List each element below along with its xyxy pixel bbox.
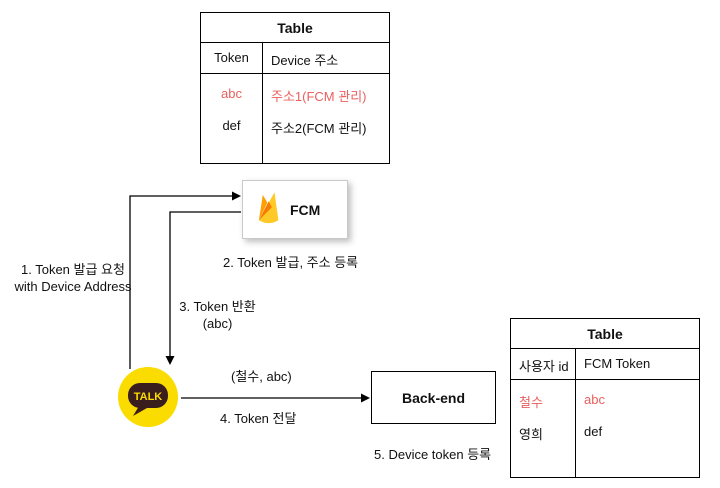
cell-token-abc: abc	[221, 86, 242, 101]
label-step5: 5. Device token 등록	[374, 447, 492, 462]
fcm-label: FCM	[290, 201, 321, 218]
header-user-id: 사용자 id	[511, 349, 576, 379]
address-column: 주소1(FCM 관리) 주소2(FCM 관리)	[263, 74, 389, 163]
cell-user-younghee: 영희	[519, 427, 543, 442]
arrow-token-return-line	[169, 211, 241, 356]
cell-token-def: def	[222, 118, 241, 133]
cell-fcm-token-def: def	[584, 424, 603, 439]
label-step1-line1: 1. Token 발급 요청	[21, 262, 125, 277]
kakaotalk-icon: TALK	[118, 367, 178, 427]
label-step3-line2: (abc)	[202, 316, 233, 331]
token-address-table: Table Token Device 주소 abc def 주소1(FCM 관리…	[200, 12, 390, 164]
arrowhead-into-fcm	[232, 191, 241, 201]
backend-node: Back-end	[371, 371, 496, 424]
header-fcm-token: FCM Token	[584, 356, 651, 371]
fcm-token-column: abc def	[576, 380, 699, 477]
cell-user-cheolsu: 철수	[519, 395, 543, 410]
header-token: Token	[201, 43, 263, 73]
user-token-table-title: Table	[511, 319, 699, 349]
label-step1: 1. Token 발급 요청 with Device Address	[6, 261, 140, 295]
token-address-table-title: Table	[201, 13, 389, 43]
arrowhead-into-backend	[361, 393, 370, 403]
label-arrow4-payload: (철수, abc)	[231, 369, 292, 384]
token-column: abc def	[201, 74, 263, 163]
backend-label: Back-end	[401, 389, 466, 406]
label-step1-line2: with Device Address	[14, 279, 132, 294]
header-device-address: Device 주소	[271, 53, 339, 68]
token-address-table-header: Token Device 주소	[201, 43, 389, 74]
firebase-flame-icon	[255, 191, 281, 229]
cell-fcm-token-abc: abc	[584, 392, 605, 407]
user-column: 철수 영희	[511, 380, 576, 477]
token-address-table-body: abc def 주소1(FCM 관리) 주소2(FCM 관리)	[201, 74, 389, 163]
cell-address-1: 주소1(FCM 관리)	[271, 89, 367, 104]
user-token-table: Table 사용자 id FCM Token 철수 영희 abc def	[510, 318, 700, 478]
fcm-node: FCM	[242, 180, 348, 239]
arrowhead-to-kakaotalk	[165, 356, 175, 365]
kakaotalk-talk-text: TALK	[134, 391, 163, 403]
cell-address-2: 주소2(FCM 관리)	[271, 121, 367, 136]
user-token-table-header: 사용자 id FCM Token	[511, 349, 699, 380]
label-step3-line1: 3. Token 반환	[179, 299, 256, 314]
label-step4: 4. Token 전달	[220, 411, 297, 426]
user-token-table-body: 철수 영희 abc def	[511, 380, 699, 477]
kakaotalk-node: TALK	[118, 367, 178, 427]
label-step2: 2. Token 발급, 주소 등록	[223, 255, 359, 270]
arrow-token-request-line	[129, 195, 232, 369]
label-step3: 3. Token 반환 (abc)	[170, 298, 265, 332]
